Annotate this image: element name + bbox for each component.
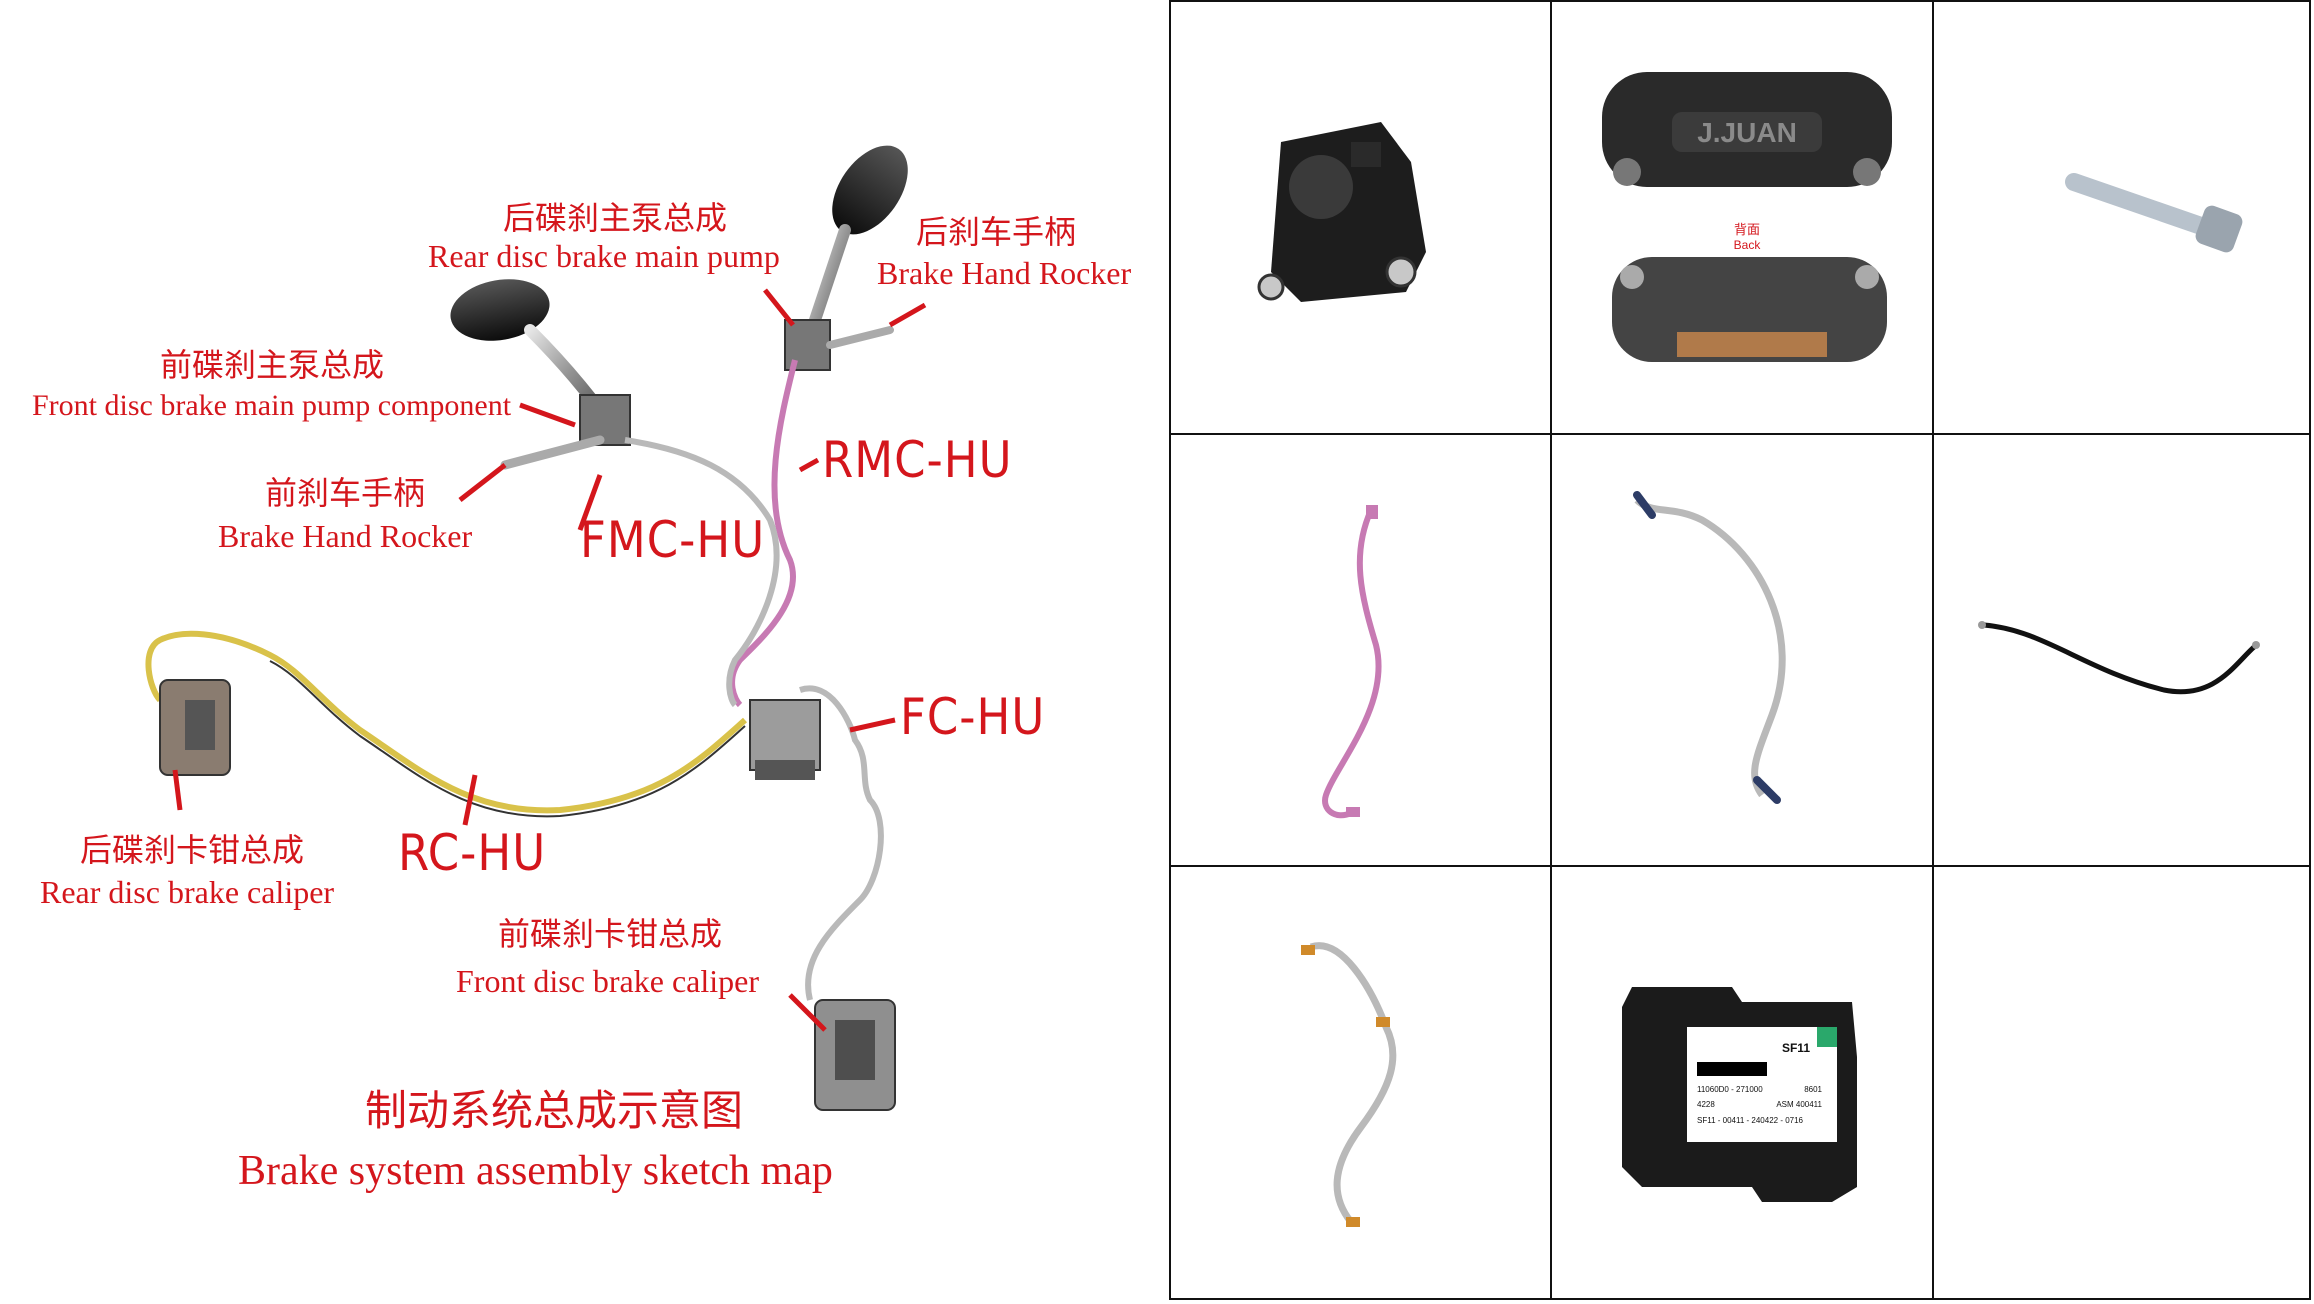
rear-caliper-illustration [159,679,231,776]
grid-divider [1171,865,2309,867]
front-pump-label-en: Front disc brake main pump component [32,389,512,422]
rear-mirror [784,145,908,371]
abs-label-line1: 11060D0 - 271000 [1697,1085,1763,1094]
rear-rocker-label-en: Brake Hand Rocker [877,255,1132,291]
sketch-title-en: Brake system assembly sketch map [238,1148,833,1194]
grid-divider [1550,2,1552,1298]
empty-cell [1934,867,2314,1299]
assembly-illustration [145,145,927,1111]
fmc-hose-photo [1633,491,1786,804]
abs-unit-illustration [749,699,821,780]
abs-label-line1b: 8601 [1804,1085,1822,1094]
part-abs-module: SF11 11060D0 - 271000 8601 4228 ASM 4004… [1552,867,1932,1299]
part-rmc-hose [1171,435,1551,867]
front-mirror [450,279,631,470]
rear-pump-label-zh: 后碟刹主泵总成 [503,199,728,237]
front-caliper-label-en: Front disc brake caliper [456,963,759,999]
leader-lines [172,288,927,1032]
front-rocker-label-en: Brake Hand Rocker [218,518,473,554]
parts-grid: J.JUAN 背面 Back [1169,0,2311,1300]
front-caliper-illustration [814,999,896,1111]
front-caliper-photo: J.JUAN 背面 Back [1602,72,1892,362]
rear-caliper-label-en: Rear disc brake caliper [40,874,335,910]
fc-hose-photo [1301,942,1397,1227]
abs-tag-text: SF11 [1782,1041,1810,1055]
back-label-en: Back [1734,238,1762,252]
part-bolt [1934,2,2314,434]
rear-rocker-label-zh: 后刹车手柄 [916,213,1077,251]
caliper-brand-text: J.JUAN [1697,117,1797,148]
part-rear-caliper [1171,2,1551,434]
abs-module-photo: SF11 11060D0 - 271000 8601 4228 ASM 4004… [1622,987,1857,1202]
rc-hose [145,630,747,814]
grid-divider [1171,433,2309,435]
abs-label-line2b: ASM 400411 [1776,1100,1822,1109]
abs-label-line2: 4228 [1697,1100,1715,1109]
part-front-caliper: J.JUAN 背面 Back [1552,2,1932,434]
rc-hu-label: RC-HU [398,824,547,882]
front-caliper-label-zh: 前碟刹卡钳总成 [498,915,723,953]
rear-pump-label-en: Rear disc brake main pump [428,238,780,274]
sketch-title-zh: 制动系统总成示意图 [365,1086,744,1135]
fmc-hose [624,437,780,708]
fmc-hu-label: FMC-HU [580,511,766,569]
part-fmc-hose [1552,435,1932,867]
abs-label-line3: SF11 - 00411 - 240422 - 0716 [1697,1116,1804,1125]
rear-caliper-label-zh: 后碟刹卡钳总成 [80,831,305,869]
rmc-hu-label: RMC-HU [822,431,1013,489]
bolt-photo [2065,173,2243,253]
front-rocker-label-zh: 前刹车手柄 [265,474,426,512]
grid-divider [1932,2,1934,1298]
black-hose-photo [1978,621,2260,695]
part-fc-hose [1171,867,1551,1299]
back-label-zh: 背面 [1734,222,1760,237]
fc-hose [799,685,884,1001]
rmc-hose-photo [1322,505,1382,819]
front-pump-label-zh: 前碟刹主泵总成 [160,346,385,384]
part-black-hose [1934,435,2314,867]
rear-caliper-photo [1257,122,1426,302]
brake-system-sketch-map: 后碟刹主泵总成 Rear disc brake main pump 后刹车手柄 … [32,145,1132,1194]
fc-hu-label: FC-HU [900,688,1046,746]
